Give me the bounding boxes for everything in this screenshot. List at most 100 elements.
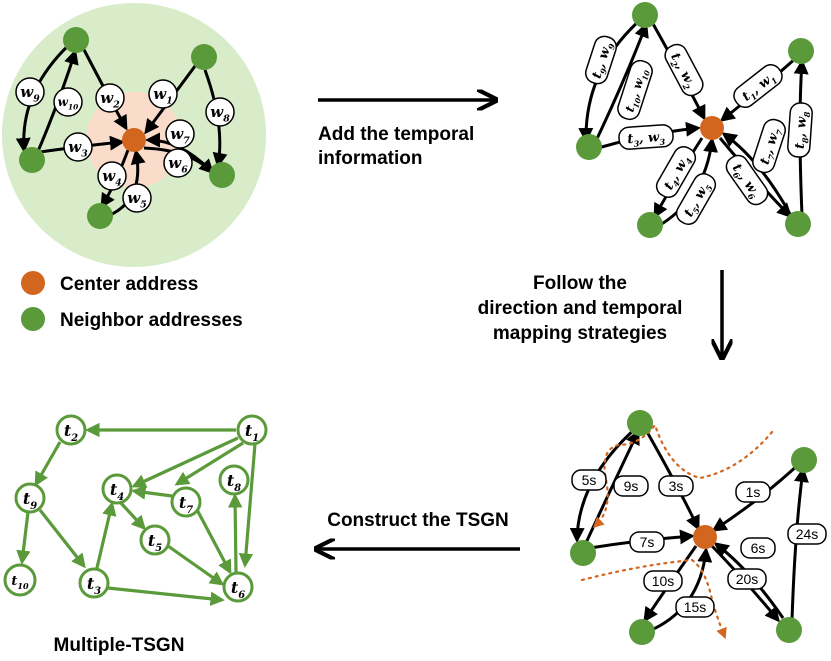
time-label-1s: 1s xyxy=(735,481,771,503)
svg-text:t7​: t7​ xyxy=(179,493,193,516)
svg-text:t6​: t6​ xyxy=(231,578,245,601)
panel-a-ego-network: w9​ w10​ w2​ w1​ w8​ w7​ w3​ w6​ xyxy=(2,3,266,267)
svg-text:9s: 9s xyxy=(624,478,639,494)
weight-w10: w10​ xyxy=(53,87,83,117)
svg-text:w8​: w8​ xyxy=(210,103,230,125)
neighbor-node xyxy=(576,134,602,160)
weight-w9: w9​ xyxy=(15,77,45,107)
svg-text:w1​: w1​ xyxy=(153,85,172,107)
svg-text:5s: 5s xyxy=(582,472,597,488)
neighbor-node xyxy=(19,147,45,173)
svg-text:t4​: t4​ xyxy=(110,480,124,503)
weight-w5: w5​ xyxy=(122,183,152,213)
svg-text:t8​: t8​ xyxy=(227,471,241,494)
svg-text:1s: 1s xyxy=(746,484,761,500)
neighbor-node xyxy=(788,38,814,64)
svg-text:w6​: w6​ xyxy=(168,154,188,176)
svg-text:t1​, w1​: t1​, w1​ xyxy=(740,70,780,106)
step-1-caption-line2: information xyxy=(318,148,423,169)
tsgn-node-t1: t1​ xyxy=(236,414,268,446)
time-label-24s: 24s xyxy=(787,523,827,545)
svg-text:w10​: w10​ xyxy=(58,95,79,112)
time-label-3s: 3s xyxy=(658,475,694,497)
label-t10-w10: t10​, w10​ xyxy=(617,59,653,121)
panel-d-title: Multiple-TSGN xyxy=(54,635,185,656)
tsgn-node-t6: t6​ xyxy=(222,571,254,603)
svg-text:t2​, w2​: t2​, w2​ xyxy=(666,51,699,92)
tsgn-edge-t9-t10 xyxy=(16,511,31,565)
tsgn-node-t3: t3​ xyxy=(78,567,110,599)
step-2-caption-line1: Follow the xyxy=(533,273,627,294)
step-1-caption-line1: Add the temporal xyxy=(318,124,474,145)
svg-text:t8​, w8​: t8​, w8​ xyxy=(793,110,813,149)
weight-w4: w4​ xyxy=(97,161,127,191)
time-label-10s: 10s xyxy=(643,570,683,592)
label-t6-w6: t6​, w6​ xyxy=(725,154,769,206)
step-2-caption-line2: direction and temporal xyxy=(478,298,683,319)
tsgn-edge-t1-t7 xyxy=(174,441,244,486)
tsgn-edge-t4-t5 xyxy=(118,500,146,531)
time-label-7s: 7s xyxy=(629,531,665,553)
step-1: Add the temporal information xyxy=(318,100,494,169)
svg-text:w5​: w5​ xyxy=(127,189,146,211)
neighbor-node xyxy=(87,203,113,229)
svg-text:6s: 6s xyxy=(751,540,766,556)
svg-text:t7​, w7​: t7​, w7​ xyxy=(757,126,785,167)
neighbor-node xyxy=(776,617,802,643)
svg-text:w9​: w9​ xyxy=(20,83,40,105)
legend-neighbor-swatch xyxy=(21,307,45,331)
svg-text:t5​: t5​ xyxy=(148,531,162,554)
neighbor-node xyxy=(637,212,663,238)
tsgn-edge-t3-t6 xyxy=(107,586,225,606)
panel-c-timestamp-network: 5s 9s 3s 1s 7s 6s 24s 10s xyxy=(569,410,827,645)
panel-d-multiple-tsgn: t1​ t2​ t4​ t8​ t7​ t9​ t5​ t10​ xyxy=(3,414,268,656)
tsgn-node-t4: t4​ xyxy=(101,473,133,505)
tsgn-edge-t7-t6 xyxy=(192,503,232,575)
center-node xyxy=(122,128,146,152)
legend-neighbor-label: Neighbor addresses xyxy=(60,310,243,331)
mapping-path-lower xyxy=(580,558,727,640)
tsgn-edge-t5-t6 xyxy=(167,544,225,586)
tsgn-edge-t1-t4 xyxy=(131,436,239,488)
label-t4-w4: t4​, w4​ xyxy=(655,146,697,198)
tsgn-edge-t6-t8 xyxy=(227,493,243,573)
svg-text:t10​: t10​ xyxy=(11,574,29,591)
time-label-9s: 9s xyxy=(613,475,649,497)
tsgn-node-t10: t10​ xyxy=(3,563,37,597)
svg-text:t3​, w3​: t3​, w3​ xyxy=(627,130,666,150)
edge-24s xyxy=(790,467,809,621)
tsgn-node-t8: t8​ xyxy=(218,464,250,496)
label-t5-w5: t5​, w5​ xyxy=(675,173,717,225)
time-label-6s: 6s xyxy=(740,537,776,559)
neighbor-node xyxy=(627,410,653,436)
svg-text:t1​: t1​ xyxy=(245,421,259,444)
label-t8-w8: t8​, w8​ xyxy=(787,102,813,158)
time-label-5s: 5s xyxy=(571,469,607,491)
svg-text:t3​: t3​ xyxy=(87,574,101,597)
panel-b-temporal-network: t9​, w9​ t10​, w10​ t2​, w2​ t1​, w1​ t3… xyxy=(576,2,814,238)
tsgn-node-t7: t7​ xyxy=(170,486,202,518)
svg-text:7s: 7s xyxy=(640,534,655,550)
neighbor-node xyxy=(191,44,217,70)
svg-text:24s: 24s xyxy=(796,526,819,542)
time-label-20s: 20s xyxy=(727,568,767,590)
time-label-15s: 15s xyxy=(675,596,715,618)
svg-text:t9​: t9​ xyxy=(23,489,37,512)
weight-w7: w7​ xyxy=(165,119,195,149)
step-3-caption: Construct the TSGN xyxy=(327,510,509,531)
tsgn-edge-t2-t9 xyxy=(34,441,62,487)
weight-w2: w2​ xyxy=(95,83,125,113)
step-3: Construct the TSGN xyxy=(318,510,520,549)
tsgn-edge-t9-t3 xyxy=(38,509,86,569)
tsgn-node-t2: t2​ xyxy=(55,414,87,446)
svg-text:w2​: w2​ xyxy=(100,89,120,111)
svg-text:15s: 15s xyxy=(684,599,707,615)
tsgn-node-t5: t5​ xyxy=(139,524,171,556)
weight-w1: w1​ xyxy=(148,79,178,109)
label-t2-w2: t2​, w2​ xyxy=(664,43,704,97)
neighbor-node xyxy=(570,540,596,566)
svg-text:w7​: w7​ xyxy=(170,125,190,147)
legend: Center address Neighbor addresses xyxy=(21,271,243,331)
neighbor-node xyxy=(63,27,89,53)
